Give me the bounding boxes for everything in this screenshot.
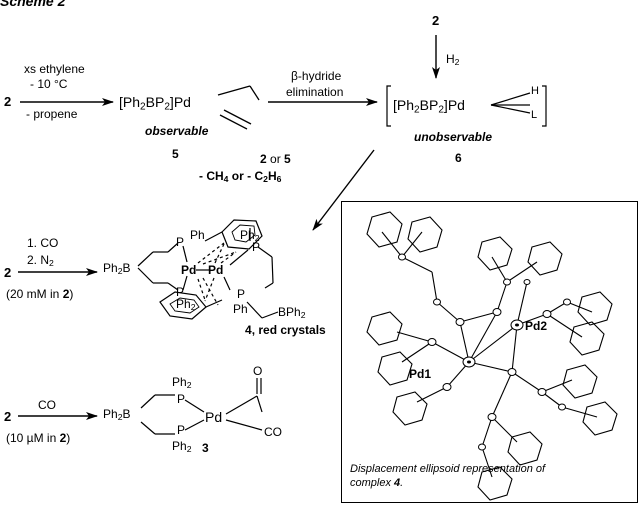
compound-5-ligand-bonds bbox=[217, 85, 260, 130]
compound-4-ph-lower: Ph bbox=[233, 302, 248, 316]
compound-4-ph-top: Ph bbox=[190, 228, 205, 242]
compound-4-pd-left: Pd bbox=[181, 263, 197, 277]
ortep-pd2-label: Pd2 bbox=[525, 319, 548, 333]
hydride-h: H bbox=[531, 85, 539, 97]
compound-4-bonds bbox=[137, 219, 279, 320]
conditions-20mm: (20 mM in 2) bbox=[6, 287, 74, 301]
compound-4-p-bottom: P bbox=[176, 285, 185, 299]
conditions-n2-step: 2. N2 bbox=[27, 253, 54, 269]
conditions-co: CO bbox=[38, 398, 56, 412]
compound-2-label-a: 2 bbox=[4, 94, 12, 109]
conditions-temperature: - 10 °C bbox=[30, 77, 68, 91]
ortep-caption: Displacement ellipsoid representation of… bbox=[350, 463, 546, 489]
compound-5-label: 5 bbox=[172, 147, 179, 161]
compound-4-pd-right: Pd bbox=[208, 263, 224, 277]
compound-3-ph2b: Ph2B bbox=[103, 407, 131, 423]
compound-3-p-bottom: P bbox=[177, 423, 186, 437]
scheme-heading: Scheme 2 bbox=[0, 0, 66, 9]
ligand-l: L bbox=[531, 109, 538, 121]
compound-6-bonds bbox=[386, 85, 547, 127]
elimination-label: elimination bbox=[286, 85, 344, 99]
ortep-figure-box: Pd1 Pd2 Displacement ellipsoid represent… bbox=[341, 201, 638, 503]
ortep-pd1-label: Pd1 bbox=[409, 367, 432, 381]
compound-4-p-right: P bbox=[252, 240, 261, 254]
ortep-structure bbox=[366, 211, 618, 501]
compound-3-bonds bbox=[140, 378, 263, 435]
observable-label: observable bbox=[145, 124, 209, 138]
compound-4-p-lower-right: P bbox=[237, 287, 246, 301]
conditions-10um: (10 µM in 2) bbox=[6, 431, 71, 445]
compound-3-ph2-top: Ph2 bbox=[172, 375, 192, 391]
compound-5-formula: [Ph2BP2]Pd bbox=[119, 94, 191, 113]
compound-3-co: CO bbox=[264, 425, 282, 439]
compound-3-pd: Pd bbox=[205, 409, 223, 425]
compound-2-label-d: 2 bbox=[4, 409, 12, 424]
compound-4-label: 4, red crystals bbox=[245, 323, 326, 337]
compound-4-ph2-top-right: Ph2 bbox=[240, 228, 260, 244]
reaction-arrow-4 bbox=[312, 149, 375, 231]
compound-4-ph2b: Ph2B bbox=[103, 261, 131, 277]
compound-4-p-top: P bbox=[176, 235, 185, 249]
hydrogen-reagent: H2 bbox=[446, 52, 460, 68]
compound-6-formula: [Ph2BP2]Pd bbox=[393, 97, 465, 116]
beta-hydride-label: β-hydride bbox=[291, 69, 342, 83]
conditions-ethylene: xs ethylene bbox=[24, 62, 85, 76]
conditions-propene: - propene bbox=[26, 107, 78, 121]
compound-3-ph2-bottom: Ph2 bbox=[172, 439, 192, 455]
compound-2-label-b: 2 bbox=[432, 13, 440, 28]
compound-3-p-top: P bbox=[177, 392, 186, 406]
conditions-2-or-5: 2 or 5 bbox=[260, 152, 291, 166]
compound-3-oxygen: O bbox=[253, 364, 263, 378]
compound-4-bph2: BPh2 bbox=[278, 305, 306, 321]
compound-4-ph2-bottom: Ph2 bbox=[176, 297, 196, 313]
unobservable-label: unobservable bbox=[414, 130, 493, 144]
compound-2-label-c: 2 bbox=[4, 265, 12, 280]
compound-6-label: 6 bbox=[455, 151, 462, 165]
conditions-methane-ethane: - CH4 or - C2H6 bbox=[199, 169, 282, 185]
conditions-co-step: 1. CO bbox=[27, 236, 59, 250]
compound-3-label: 3 bbox=[202, 441, 209, 455]
